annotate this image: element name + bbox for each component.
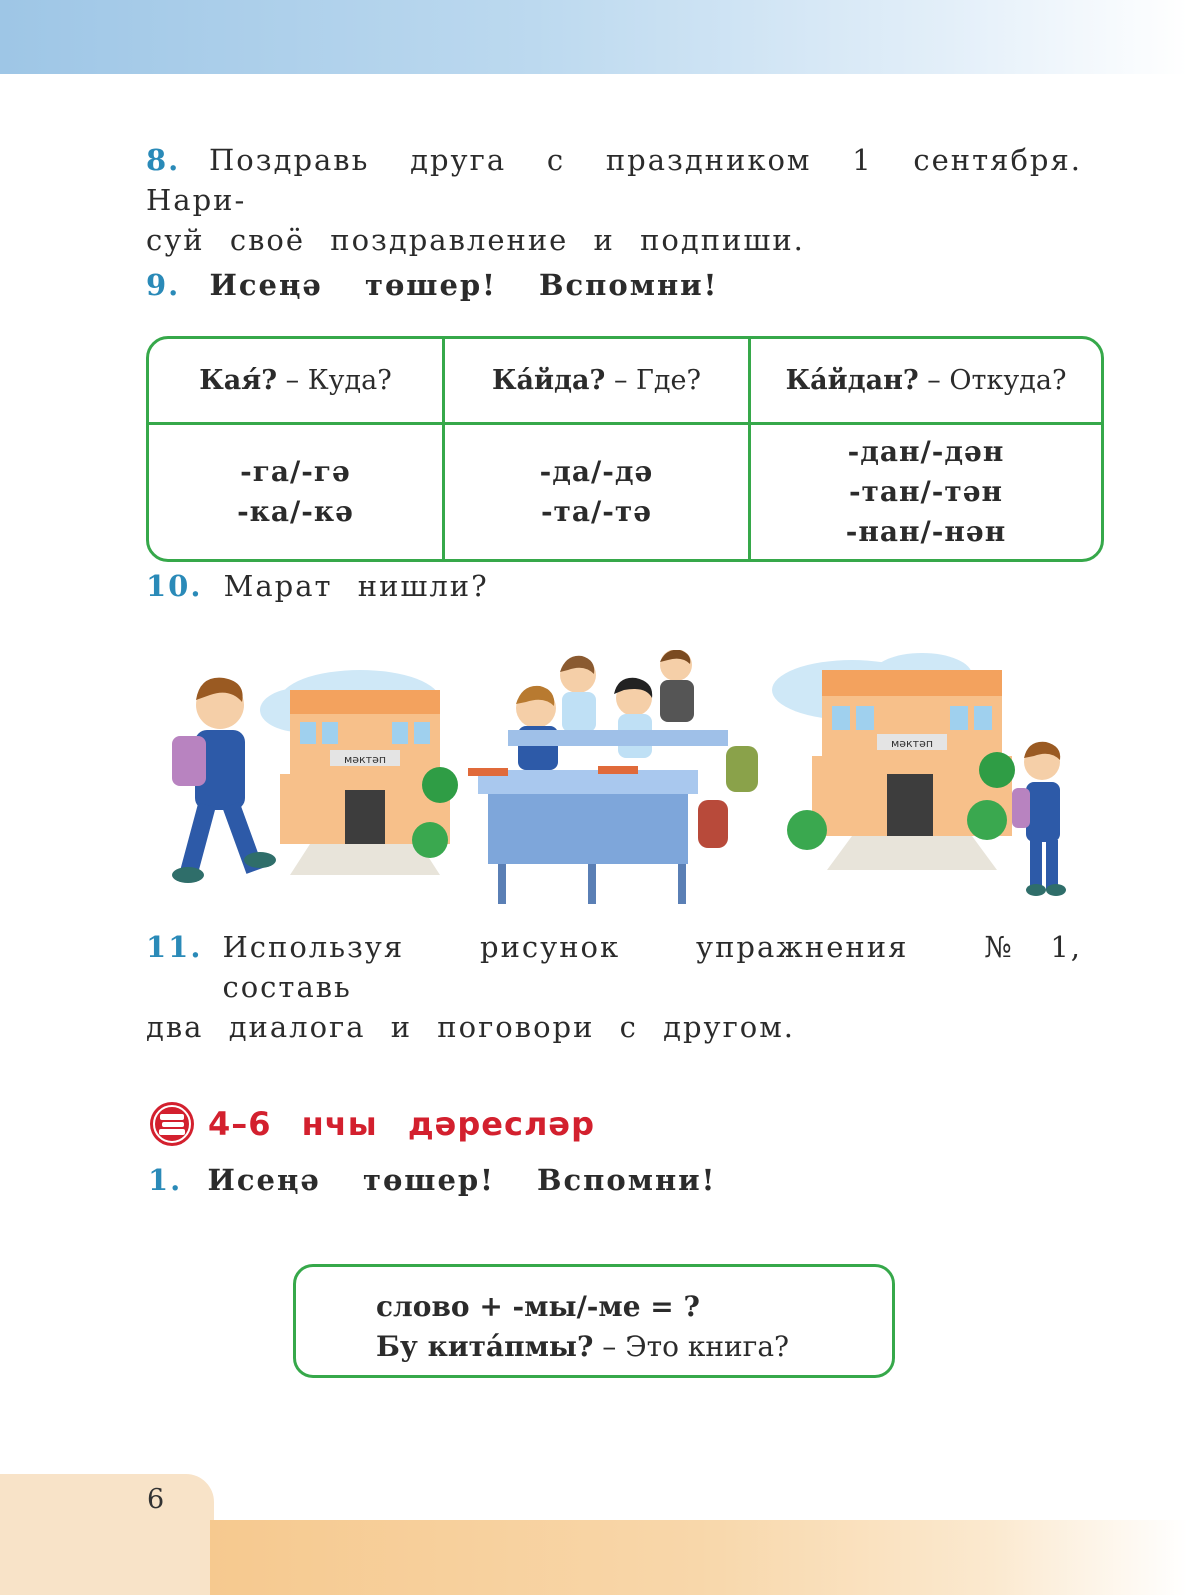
exercise-10: 10. Марат нишли? — [146, 566, 846, 606]
table-header-kaya: Кая́? – Куда? — [149, 339, 445, 425]
exercise-number: 8. — [146, 143, 181, 177]
table-header-kayda: Ка́йда? – Где? — [445, 339, 751, 425]
school-sign: мәктәп — [891, 737, 933, 750]
case-endings-table: Кая́? – Куда? Ка́йда? – Где? Ка́йдан? – … — [146, 336, 1104, 562]
rule-line-1: слово + -мы/-ме = ? — [376, 1290, 700, 1323]
exercise-1-text: Исеңә төшер! Вспомни! — [207, 1163, 717, 1197]
exercise-8-text1: Поздравь друга с праздником 1 сентября. … — [146, 143, 1082, 217]
exercise-number: 10. — [146, 569, 203, 603]
exercise-11: 11. Используя рисунок упражнения №1, сос… — [146, 927, 1082, 1047]
table-header-kaydan: Ка́йдан? – Откуда? — [751, 339, 1101, 425]
table-cell-col3: -дан/-дән -тан/-тән -нан/-нән — [751, 425, 1101, 559]
question-particle-rule-box: слово + -мы/-ме = ? Бу кита́пмы? – Это к… — [293, 1264, 895, 1378]
header-tatar: Ка́йдан? — [785, 364, 919, 396]
rule-line-2: Бу кита́пмы? – Это книга? — [376, 1327, 892, 1367]
table-cell-col1: -га/-гә -ка/-кә — [149, 425, 445, 559]
header-russian: Куда? — [307, 364, 392, 396]
ending: -тан/-тән — [848, 475, 1004, 508]
bottom-decor-band — [210, 1520, 1188, 1595]
rule-example-tatar: Бу кита́пмы? — [376, 1330, 594, 1363]
exercise-9-text: Исеңә төшер! Вспомни! — [209, 268, 719, 302]
rule-example-russian: Это книга? — [625, 1330, 790, 1363]
exercise-1: 1. Исеңә төшер! Вспомни! — [148, 1160, 848, 1200]
header-tatar: Ка́йда? — [491, 364, 606, 396]
lesson-title: 4–6 нчы дәресләр — [208, 1105, 595, 1143]
exercise-8: 8. Поздравь друга с праздником 1 сентябр… — [146, 140, 1082, 260]
exercise-9: 9. Исеңә төшер! Вспомни! — [146, 265, 846, 305]
page-number-tab — [0, 1474, 214, 1595]
books-icon — [150, 1102, 194, 1146]
header-dash: – — [605, 364, 637, 396]
exercise-11-line2: два диалога и поговори с другом. — [146, 1010, 796, 1044]
exercise-8-line1: 8. Поздравь друга с праздником 1 сентябр… — [146, 140, 1082, 220]
top-decor-band — [0, 0, 1188, 74]
exercise-number: 1. — [148, 1163, 183, 1197]
exercise-number: 9. — [146, 268, 181, 302]
header-dash: – — [918, 364, 950, 396]
page-number: 6 — [147, 1484, 165, 1515]
ending: -дан/-дән — [847, 435, 1005, 468]
exercise-8-line2: суй своё поздравление и подпиши. — [146, 223, 805, 257]
boy-going-to-school-illustration: мәктәп — [172, 670, 458, 883]
classroom-illustration — [468, 650, 758, 904]
boy-at-school-illustration: мәктәп — [772, 653, 1066, 896]
school-sign: мәктәп — [344, 753, 386, 766]
header-russian: Откуда? — [949, 364, 1067, 396]
exercise-11-line1: 11. Используя рисунок упражнения №1, сос… — [146, 927, 1082, 1007]
header-tatar: Кая́? — [199, 364, 278, 396]
ending: -да/-дә — [539, 455, 654, 488]
exercise-10-text: Марат нишли? — [223, 569, 489, 603]
ending: -нан/-нән — [845, 515, 1007, 548]
ending: -ка/-кә — [237, 495, 354, 528]
ending: -га/-гә — [240, 455, 351, 488]
lesson-heading: 4–6 нчы дәресләр — [148, 1100, 595, 1148]
exercise-number: 11. — [146, 930, 203, 964]
header-russian: Где? — [636, 364, 702, 396]
ending: -та/-тә — [540, 495, 653, 528]
header-dash: – — [277, 364, 308, 396]
rule-dash: – — [593, 1330, 626, 1363]
table-cell-col2: -да/-дә -та/-тә — [445, 425, 751, 559]
exercise-11-text1: Используя рисунок упражнения №1, составь — [222, 930, 1082, 1004]
